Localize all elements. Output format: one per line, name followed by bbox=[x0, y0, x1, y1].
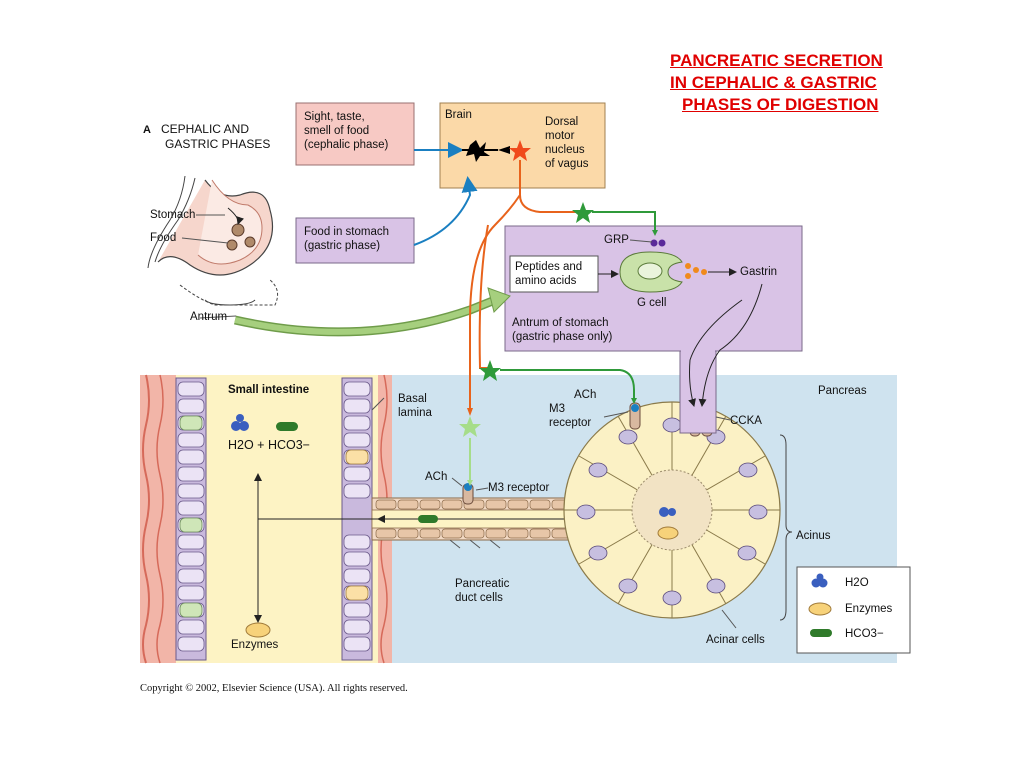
m3-receptor-mid-label: M3 receptor bbox=[488, 482, 550, 494]
title-line-3: PHASES OF DIGESTION bbox=[682, 95, 879, 114]
small-intestine-label: Small intestine bbox=[228, 384, 310, 396]
legend-hco3-label: HCO3− bbox=[845, 628, 884, 640]
ach-top-label: ACh bbox=[574, 389, 597, 401]
panel-heading-line-1: CEPHALIC AND bbox=[160, 122, 249, 136]
stomach-drawing bbox=[147, 175, 279, 306]
gcell-label: G cell bbox=[637, 297, 667, 309]
green-neuron-icon-2 bbox=[479, 360, 501, 381]
antrum-label: Antrum bbox=[190, 311, 228, 323]
water-icon-intestine bbox=[231, 414, 249, 431]
food-stomach-box bbox=[295, 217, 415, 264]
intestine-wall-left bbox=[140, 375, 176, 663]
brain-label: Brain bbox=[445, 109, 472, 121]
title-line-2: IN CEPHALIC & GASTRIC bbox=[670, 73, 877, 92]
g-cell bbox=[619, 251, 683, 293]
epithelium-left bbox=[175, 377, 207, 661]
legend-enzyme-icon bbox=[808, 602, 832, 616]
cck-label: CCKA bbox=[730, 415, 762, 427]
grp-label: GRP bbox=[604, 234, 629, 246]
h2o-hco3-label: H2O + HCO3− bbox=[228, 438, 310, 452]
food-label: Food bbox=[150, 232, 177, 244]
peptides-box bbox=[509, 255, 599, 293]
vagus-star-icon bbox=[509, 140, 531, 161]
panel-heading: A CEPHALIC AND GASTRIC PHASES bbox=[143, 122, 270, 151]
legend-water-label: H2O bbox=[845, 577, 869, 589]
stomach-label: Stomach bbox=[150, 209, 196, 221]
gastrin-label: Gastrin bbox=[740, 266, 778, 278]
acinar-cells-label: Acinar cells bbox=[706, 634, 765, 646]
panel-heading-line-2: GASTRIC PHASES bbox=[165, 137, 271, 151]
pancreas-label: Pancreas bbox=[818, 385, 867, 397]
title-line-1: PANCREATIC SECRETION bbox=[670, 51, 883, 70]
hco3-icon-intestine bbox=[276, 422, 298, 431]
antrum-box-text: Antrum of stomach(gastric phase only) bbox=[512, 317, 613, 343]
legend-water-icon bbox=[811, 573, 828, 588]
hco3-icon-duct bbox=[418, 515, 438, 523]
legend-enzymes-label: Enzymes bbox=[845, 603, 893, 615]
enzymes-intestine-label: Enzymes bbox=[231, 639, 279, 651]
acinus-label: Acinus bbox=[796, 530, 831, 542]
water-icon-acinus bbox=[659, 507, 669, 517]
green-neuron-icon-1 bbox=[572, 202, 594, 223]
green-neuron-icon-3 bbox=[459, 416, 481, 437]
sight-box bbox=[295, 102, 415, 166]
brain-neuron-icon bbox=[466, 140, 490, 162]
ach-mid-label: ACh bbox=[425, 471, 448, 483]
panel-letter: A bbox=[143, 124, 151, 136]
sight-box-text: Sight, taste,smell of food(cephalic phas… bbox=[304, 111, 389, 151]
enzyme-icon-acinus bbox=[657, 526, 679, 540]
brain-box bbox=[439, 102, 606, 189]
acinus bbox=[563, 401, 781, 619]
page-title: PANCREATIC SECRETION IN CEPHALIC & GASTR… bbox=[670, 50, 970, 116]
legend-bicarbonate-icon bbox=[810, 629, 832, 637]
enzyme-icon-intestine bbox=[245, 622, 271, 638]
copyright-text: Copyright © 2002, Elsevier Science (USA)… bbox=[140, 683, 408, 694]
food-stomach-text: Food in stomach(gastric phase) bbox=[304, 226, 390, 252]
